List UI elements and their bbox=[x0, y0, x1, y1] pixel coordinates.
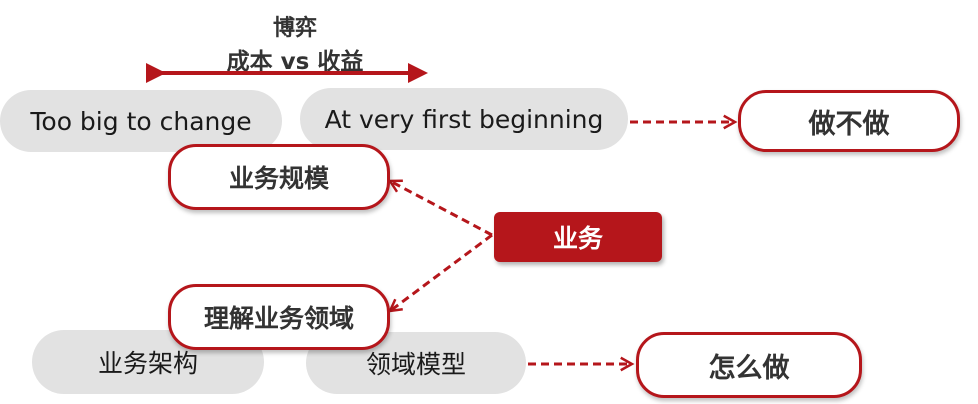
pill-at-very-first-beginning: At very first beginning bbox=[300, 88, 628, 150]
box-do-or-not: 做不做 bbox=[738, 90, 960, 152]
box-business: 业务 bbox=[494, 212, 662, 262]
box-how-to-do: 怎么做 bbox=[636, 332, 862, 398]
arrow-to-understand-domain bbox=[390, 233, 493, 311]
box-business-scale: 业务规模 bbox=[168, 144, 390, 210]
box-understand-domain: 理解业务领域 bbox=[168, 284, 390, 350]
cost-vs-benefit-label: 成本 vs 收益 bbox=[226, 49, 364, 75]
pill-too-big-to-change: Too big to change bbox=[0, 90, 282, 152]
arrow-to-business-scale bbox=[390, 181, 493, 237]
tradeoff-title: 博弈 bbox=[272, 16, 317, 41]
